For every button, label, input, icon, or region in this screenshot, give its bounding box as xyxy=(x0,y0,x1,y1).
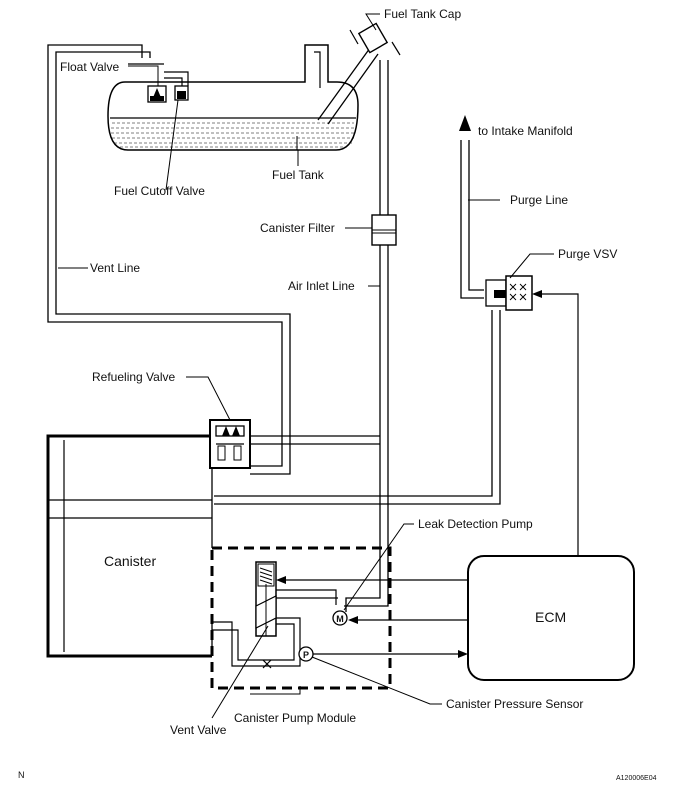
label-to-intake-manifold: to Intake Manifold xyxy=(478,124,573,138)
vent-valve-icon xyxy=(255,561,277,637)
label-fuel-cutoff-valve: Fuel Cutoff Valve xyxy=(114,184,205,198)
purge-vsv-icon xyxy=(485,275,533,311)
label-vent-valve: Vent Valve xyxy=(170,723,227,737)
canister xyxy=(46,434,213,658)
label-ecm: ECM xyxy=(535,609,566,625)
label-air-inlet-line: Air Inlet Line xyxy=(288,279,355,293)
ecm-arrowheads xyxy=(276,290,542,658)
label-leak-detection-pump: Leak Detection Pump xyxy=(418,517,533,531)
orifice-icon xyxy=(262,659,272,669)
fuel-tank xyxy=(107,44,359,151)
label-canister-pressure-sensor: Canister Pressure Sensor xyxy=(446,697,583,711)
sensor-p-symbol: P xyxy=(303,650,309,660)
footer-n-mark: N xyxy=(18,770,25,780)
canister-pump-module-box xyxy=(210,546,392,690)
canister-pressure-sensor-icon: P xyxy=(298,646,314,662)
ecm-signal-wires xyxy=(284,293,579,655)
fuel-tank-cap-icon xyxy=(349,22,401,56)
label-fuel-tank-cap: Fuel Tank Cap xyxy=(384,7,461,21)
leak-detection-pump-icon: M xyxy=(332,610,348,626)
refueling-valve-icon xyxy=(209,419,251,469)
module-internal-lines xyxy=(212,589,338,667)
canister-filter-icon xyxy=(371,214,397,246)
ecm-box xyxy=(467,555,635,681)
filler-neck xyxy=(317,47,379,125)
label-refueling-valve: Refueling Valve xyxy=(92,370,175,384)
label-float-valve: Float Valve xyxy=(60,60,119,74)
vent-line xyxy=(47,44,291,475)
label-fuel-tank: Fuel Tank xyxy=(272,168,325,182)
label-canister-pump-module: Canister Pump Module xyxy=(234,711,356,725)
label-vent-line: Vent Line xyxy=(90,261,140,275)
fuel-cutoff-valve-icon xyxy=(164,71,189,101)
label-purge-vsv: Purge VSV xyxy=(558,247,617,261)
label-canister: Canister xyxy=(104,553,156,569)
pump-m-symbol: M xyxy=(336,614,344,624)
purge-line xyxy=(214,140,501,505)
to-intake-arrow-icon xyxy=(459,115,471,131)
label-purge-line: Purge Line xyxy=(510,193,568,207)
figure-id: A120006E04 xyxy=(616,775,657,782)
leader-lines xyxy=(58,13,554,719)
refueling-connector xyxy=(250,435,380,445)
label-canister-filter: Canister Filter xyxy=(260,221,335,235)
float-valve-icon xyxy=(147,85,167,103)
